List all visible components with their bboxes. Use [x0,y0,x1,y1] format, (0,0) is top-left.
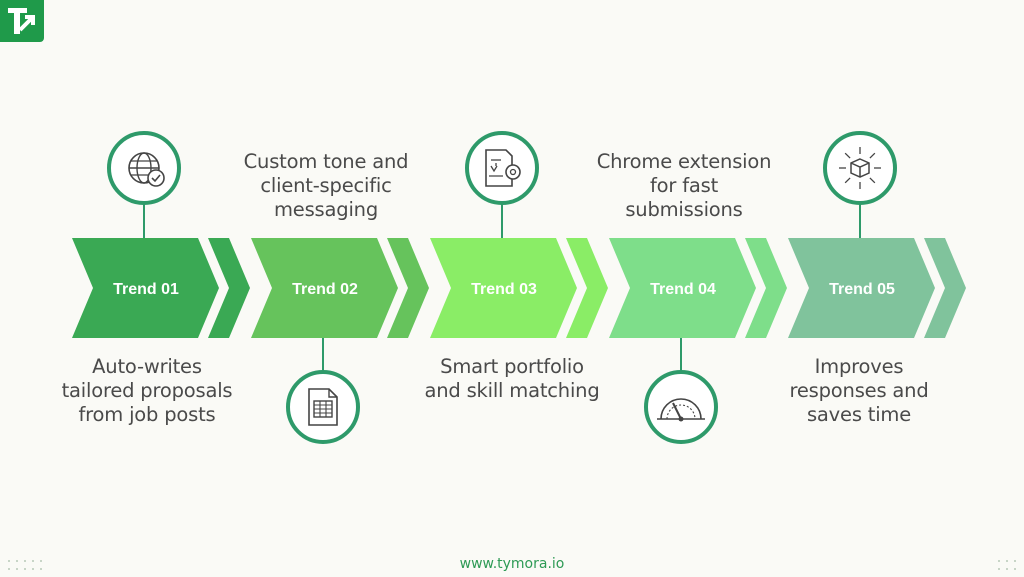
description-line: from job posts [78,403,216,426]
description-line: saves time [806,403,912,426]
chevron-step-2 [251,238,398,338]
description-line: submissions [625,198,743,221]
spreadsheet-document-icon [308,388,338,426]
step-label-2: Trend 02 [292,281,358,298]
description-line: tailored proposals [61,379,233,402]
description-line: client-specific [260,174,392,197]
chevron-step-5 [788,238,935,338]
chevron-small-step-5 [924,238,966,338]
corner-dots-right [996,558,1020,577]
description-line: Chrome extension [596,150,772,173]
description-line: responses and [789,379,929,402]
chevron-step-4 [609,238,756,338]
step-label-1: Trend 01 [113,281,179,298]
description-line: Improves [814,355,904,378]
icon-circle-step-4 [644,370,718,444]
chevron-small-step-4 [745,238,787,338]
description-line: messaging [274,198,378,221]
description-line: Auto-writes [92,355,202,378]
tymora-logo [0,0,44,42]
chevron-step-3 [430,238,577,338]
icon-circle-step-2 [286,370,360,444]
step-label-4: Trend 04 [650,281,716,298]
chevron-step-1 [72,238,219,338]
description-line: Smart portfolio [440,355,584,378]
chevron-small-step-1 [208,238,250,338]
description-line: Custom tone and [243,150,409,173]
box-arrows-icon [839,147,881,189]
globe-check-icon [128,152,165,187]
icon-circle-step-1 [107,131,181,205]
chevron-small-step-2 [387,238,429,338]
description-line: and skill matching [424,379,600,402]
icon-circle-step-3 [465,131,539,205]
description-line: for fast [649,174,719,197]
footer-url[interactable]: www.tymora.io [459,556,565,572]
speedometer-gauge-icon [657,398,705,422]
step-label-3: Trend 03 [471,281,537,298]
icon-circle-step-5 [823,131,897,205]
document-scale-gear-icon [485,149,521,187]
step-label-5: Trend 05 [829,281,895,298]
chevron-small-step-3 [566,238,608,338]
tymora-t-arrow-logo-icon [8,8,35,34]
corner-dots-left [6,558,46,577]
